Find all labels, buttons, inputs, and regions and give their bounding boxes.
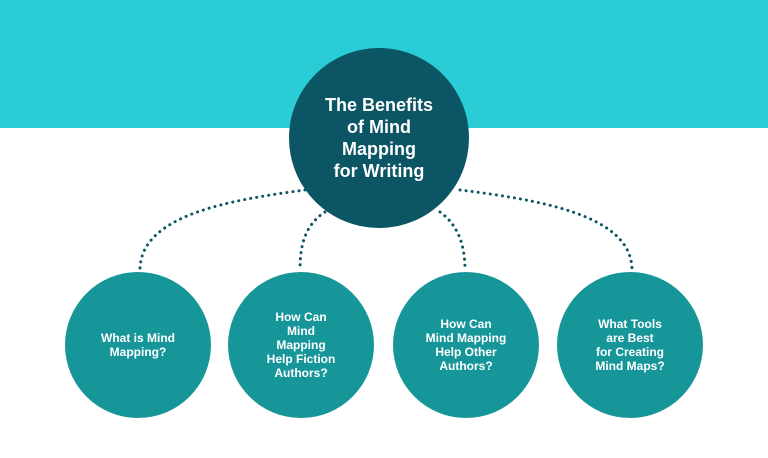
topic-circle-what-is-mind-mapping: What is Mind Mapping? — [65, 272, 211, 418]
topic-label-1: What is Mind Mapping? — [101, 331, 175, 359]
topic-label-4: What Tools are Best for Creating Mind Ma… — [595, 317, 665, 373]
central-topic-label: The Benefits of Mind Mapping for Writing — [324, 95, 434, 181]
connector-line-1 — [138, 188, 307, 272]
connector-line-3 — [438, 210, 467, 272]
topic-label-2: How Can Mind Mapping Help Fiction Author… — [266, 310, 336, 380]
topic-circle-tools: What Tools are Best for Creating Mind Ma… — [557, 272, 703, 418]
connector-line-4 — [458, 188, 634, 272]
topic-circle-fiction-authors: How Can Mind Mapping Help Fiction Author… — [228, 272, 374, 418]
connector-line-2 — [298, 210, 327, 272]
topic-label-3: How Can Mind Mapping Help Other Authors? — [425, 317, 507, 373]
central-topic-circle: The Benefits of Mind Mapping for Writing — [289, 48, 469, 228]
topic-circle-other-authors: How Can Mind Mapping Help Other Authors? — [393, 272, 539, 418]
